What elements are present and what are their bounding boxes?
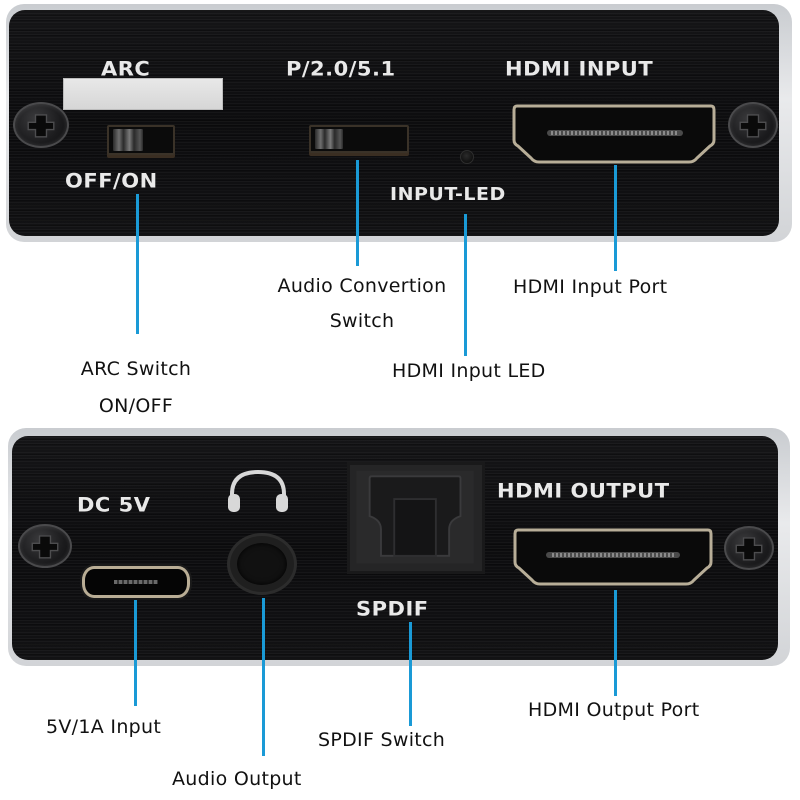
arc-state-label: OFF/ON bbox=[65, 170, 158, 193]
bottom-device-panel: DC 5V SPDIF HDMI OUTPUT bbox=[12, 436, 778, 660]
callout-power-input: 5V/1A Input bbox=[46, 716, 162, 738]
callout-hdmi-input-port: HDMI Input Port bbox=[513, 276, 668, 298]
arc-label-strip bbox=[63, 78, 223, 110]
right-screw-icon bbox=[728, 102, 778, 148]
leader-line-arc-switch bbox=[136, 194, 139, 334]
callout-arc-switch-line1: ARC Switch bbox=[80, 358, 192, 380]
callout-hdmi-input-led: HDMI Input LED bbox=[392, 360, 546, 382]
top-device-panel: ARC OFF/ON P/2.0/5.1 INPUT-LED HDMI INPU… bbox=[9, 10, 779, 236]
headphone-icon bbox=[224, 468, 292, 514]
leader-line-audio-output bbox=[262, 598, 265, 756]
leader-line-hdmi-output bbox=[614, 590, 617, 696]
hdmi-output-label: HDMI OUTPUT bbox=[497, 480, 670, 503]
callout-audio-conversion-line2: Switch bbox=[329, 310, 395, 332]
usb-pins bbox=[113, 579, 159, 584]
left-screw-icon bbox=[18, 524, 72, 568]
callout-arc-switch-line2: ON/OFF bbox=[98, 395, 174, 417]
callout-audio-conversion: Audio Convertion Switch bbox=[248, 277, 476, 331]
input-led-label: INPUT-LED bbox=[390, 184, 506, 205]
callout-spdif-switch: SPDIF Switch bbox=[318, 729, 446, 751]
hdmi-input-label: HDMI INPUT bbox=[505, 58, 654, 81]
dc-label: DC 5V bbox=[77, 494, 151, 517]
audio-mode-label: P/2.0/5.1 bbox=[286, 58, 396, 81]
callout-audio-output: Audio Output bbox=[172, 768, 302, 790]
arc-switch[interactable] bbox=[107, 125, 175, 155]
callout-arc-switch: ARC Switch ON/OFF bbox=[44, 360, 228, 416]
arc-switch-knob[interactable] bbox=[113, 129, 143, 151]
callout-hdmi-output-port: HDMI Output Port bbox=[528, 699, 700, 721]
leader-line-power-input bbox=[134, 600, 137, 706]
callout-audio-conversion-line1: Audio Convertion bbox=[277, 275, 447, 297]
spdif-label: SPDIF bbox=[356, 598, 429, 621]
input-led-indicator bbox=[460, 150, 474, 164]
leader-line-spdif bbox=[409, 622, 412, 726]
right-screw-icon bbox=[724, 526, 774, 570]
hdmi-input-port[interactable] bbox=[511, 102, 717, 166]
leader-line-audio-conversion bbox=[356, 160, 359, 266]
arc-label: ARC bbox=[101, 58, 151, 81]
left-screw-icon bbox=[13, 102, 69, 148]
micro-usb-power-port[interactable] bbox=[82, 566, 190, 598]
leader-line-input-led bbox=[464, 214, 467, 356]
audio-conversion-switch-knob[interactable] bbox=[315, 129, 343, 149]
audio-conversion-switch[interactable] bbox=[309, 125, 409, 153]
audio-output-jack[interactable] bbox=[230, 536, 294, 592]
hdmi-output-port[interactable] bbox=[512, 526, 714, 588]
leader-line-hdmi-input bbox=[614, 165, 617, 271]
spdif-port[interactable] bbox=[347, 462, 485, 574]
